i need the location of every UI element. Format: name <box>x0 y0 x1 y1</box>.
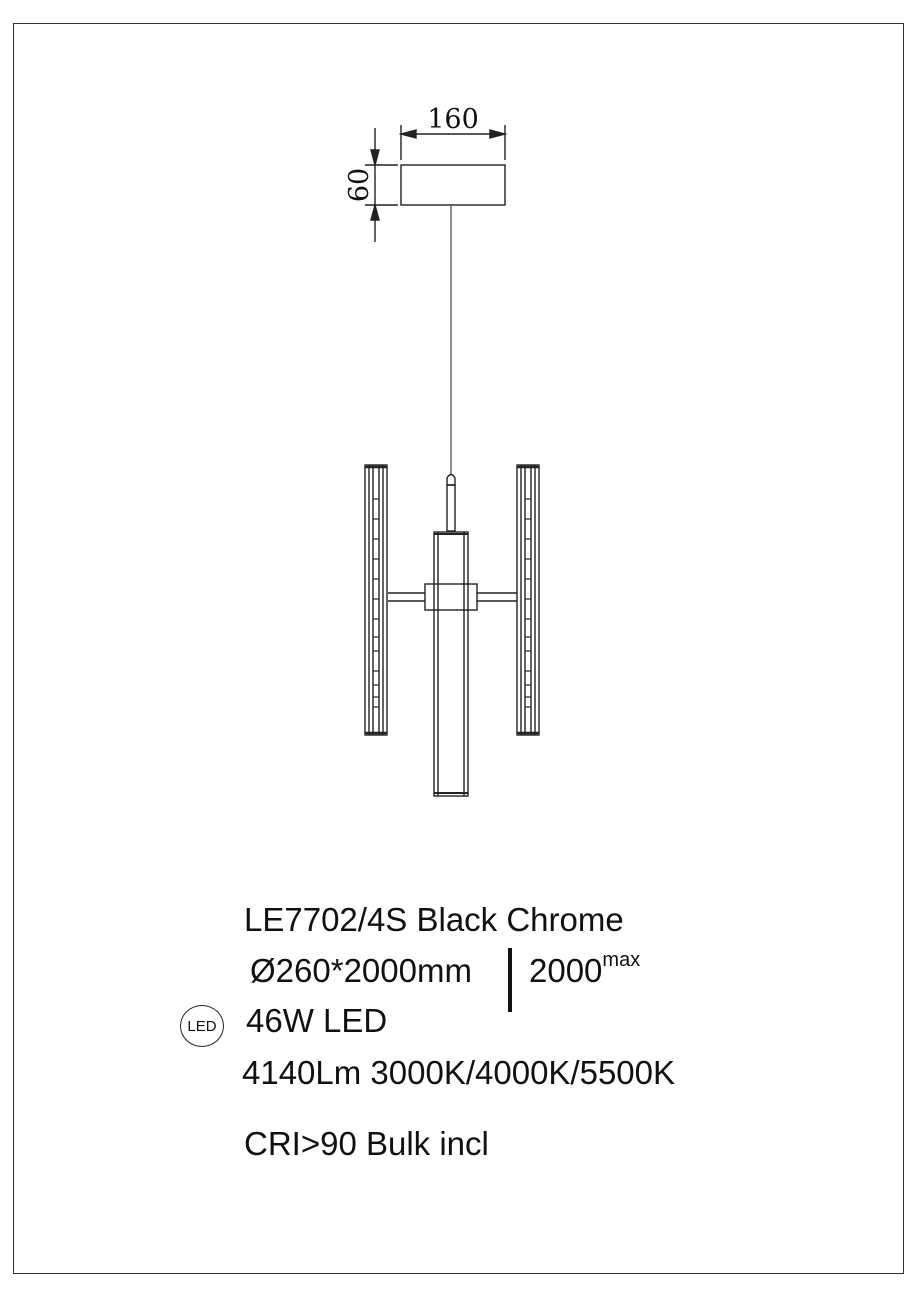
led-icon-label: LED <box>187 1017 217 1035</box>
spec-divider <box>508 948 512 1012</box>
height-dimension-label: 60 <box>344 168 375 202</box>
led-icon: LED <box>180 1005 224 1047</box>
height-dimension <box>365 128 398 242</box>
center-light-bar <box>433 531 469 797</box>
cord-connector <box>446 473 456 486</box>
side-arms <box>388 592 517 602</box>
led-segment-ticks <box>373 498 531 708</box>
left-light-bar <box>364 464 388 736</box>
max-height-suffix: max <box>602 949 641 971</box>
model-name: LE7702/4S Black Chrome <box>244 901 624 938</box>
size-spec: Ø260*2000mm <box>250 954 472 987</box>
size-value: Ø260*2000mm <box>250 952 472 989</box>
canopy <box>400 164 506 206</box>
center-stem <box>446 484 456 532</box>
power-spec: 46W LED <box>246 1002 388 1039</box>
right-light-bar <box>516 464 540 736</box>
width-dimension-label: 160 <box>427 104 479 135</box>
hub-block <box>424 583 478 611</box>
width-dimension <box>398 125 508 160</box>
max-height-spec: 2000max <box>529 950 640 989</box>
lumen-cct-spec: 4140Lm 3000K/4000K/5500K <box>242 1054 676 1091</box>
max-height-value: 2000 <box>529 952 603 989</box>
drawing-frame <box>13 23 904 1274</box>
cri-bulb-spec: CRI>90 Bulk incl <box>244 1125 489 1162</box>
